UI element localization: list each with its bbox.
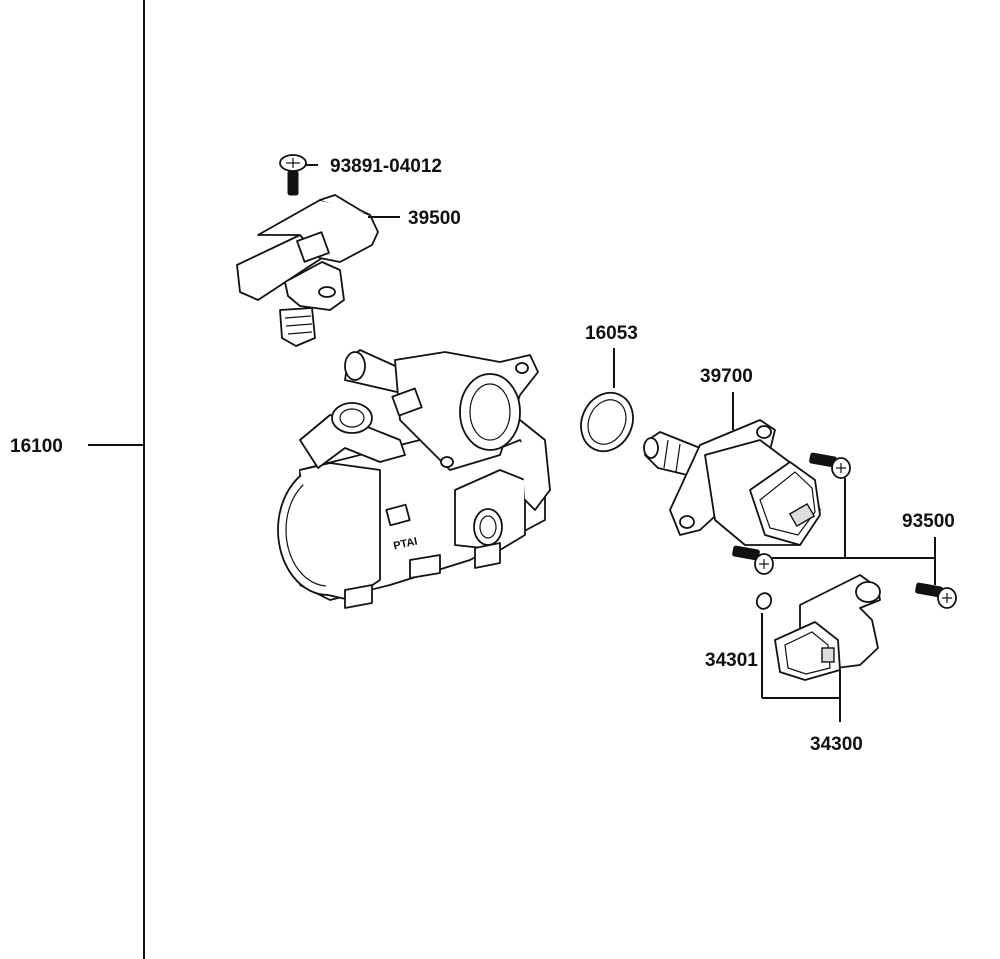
o-ring-34301-icon [755,592,773,610]
screw-93500-c-icon [915,582,957,609]
body-marking: PTAI [392,536,418,553]
idle-valve-39700-icon [643,419,821,546]
throttle-body-icon: PTAI [277,349,551,609]
label-93500[interactable]: 93500 [902,511,955,532]
assembly-bracket [88,0,145,959]
label-16053[interactable]: 16053 [585,323,638,344]
screw-93500-b-icon [732,545,774,575]
screw-93500-a-icon [809,452,851,479]
leader-34300 [761,613,841,722]
label-93891-04012[interactable]: 93891-04012 [330,156,442,177]
screw-93891-icon [279,154,307,196]
label-34300[interactable]: 34300 [810,734,863,755]
label-39500[interactable]: 39500 [408,208,461,229]
sensor-34300-icon [774,574,881,681]
label-39700[interactable]: 39700 [700,366,753,387]
label-16100[interactable]: 16100 [10,436,63,457]
sensor-39500-icon [236,194,379,347]
o-ring-16053-icon [580,391,634,453]
leader-93500 [772,478,936,585]
label-34301[interactable]: 34301 [705,650,758,671]
